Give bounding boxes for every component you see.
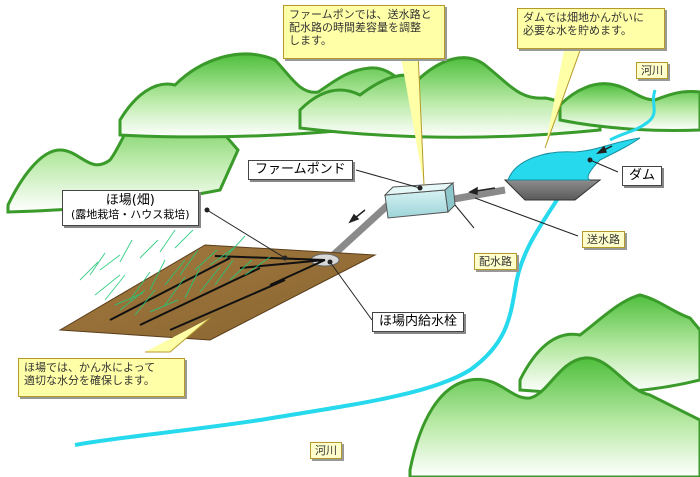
- supply-canal-label: 送水路: [582, 231, 625, 248]
- leader-lines: [206, 159, 619, 321]
- river-main: [74, 193, 562, 447]
- river-label-top: 河川: [636, 62, 668, 79]
- supply-pipe: [447, 186, 506, 204]
- sprinkler-spray: [79, 229, 271, 316]
- distribution-canal-label: 配水路: [474, 253, 517, 270]
- mountain-far-right: [558, 82, 700, 133]
- flow-arrows: [348, 145, 613, 224]
- field-label: ほ場(畑) (露地栽培・ハウス栽培): [62, 190, 199, 226]
- mountain-right: [298, 56, 602, 139]
- pond-note: ファームポンでは、送水路と 配水路の時間差容量を調整 します。: [283, 5, 445, 59]
- field-note: ほ場では、かん水によって 適切な水分を確保します。: [18, 358, 185, 397]
- dam: [503, 137, 641, 201]
- leader-dots: [204, 157, 593, 265]
- dam-label: ダム: [622, 166, 663, 186]
- mountain-bottom-right-2: [408, 356, 700, 477]
- hydrant-label: ほ場内給水栓: [372, 312, 465, 332]
- field-subtitle: (露地栽培・ハウス栽培): [71, 208, 190, 221]
- dam-note: ダムでは畑地かんがいに 必要な水を貯めます。: [517, 8, 665, 49]
- river-label-bottom: 河川: [310, 442, 342, 459]
- river-upper: [609, 89, 657, 142]
- distribution-pipe: [327, 202, 391, 261]
- field-title: ほ場(畑): [105, 193, 155, 208]
- farm-pond-label: ファームポンド: [248, 160, 353, 180]
- field-note-tail: [145, 317, 211, 353]
